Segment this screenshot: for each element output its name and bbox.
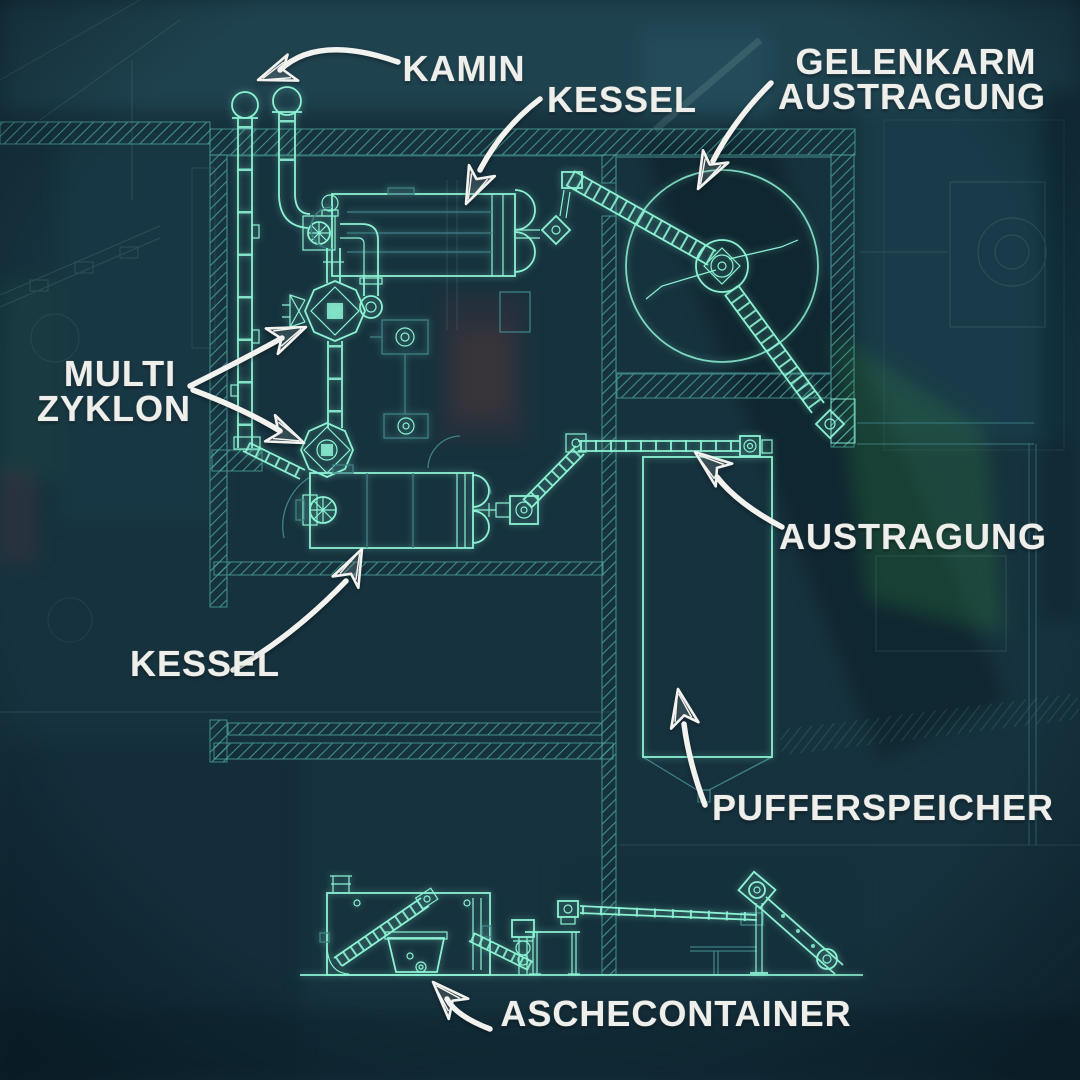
arrow-aschecontainer — [431, 980, 493, 1032]
label-gelenkarm-line2: AUSTRAGUNG — [778, 76, 1046, 117]
arrow-gelenkarm — [696, 80, 774, 191]
label-pufferspeicher: PUFFERSPEICHER — [711, 787, 1055, 828]
arrow-austragung — [693, 450, 785, 530]
label-kessel-bottom: KESSEL — [129, 643, 281, 684]
label-kessel-top: KESSEL — [546, 79, 698, 120]
label-kamin: KAMIN — [402, 48, 526, 89]
arrow-multizyklon-lower — [190, 387, 306, 445]
label-aschecontainer: ASCHECONTAINER — [500, 993, 852, 1034]
arrow-kessel-bottom — [230, 547, 364, 673]
arrow-kamin — [256, 47, 401, 82]
arrow-pufferspeicher — [669, 687, 708, 808]
arrow-kessel-top — [464, 96, 543, 206]
label-multizyklon-line2: ZYKLON — [37, 388, 191, 429]
annotation-arrows — [187, 47, 785, 1032]
arrow-multizyklon-upper — [187, 325, 308, 389]
label-gelenkarm-line1: GELENKARM — [795, 41, 1037, 82]
label-austragung: AUSTRAGUNG — [779, 516, 1047, 557]
label-multizyklon-line1: MULTI — [63, 353, 177, 394]
